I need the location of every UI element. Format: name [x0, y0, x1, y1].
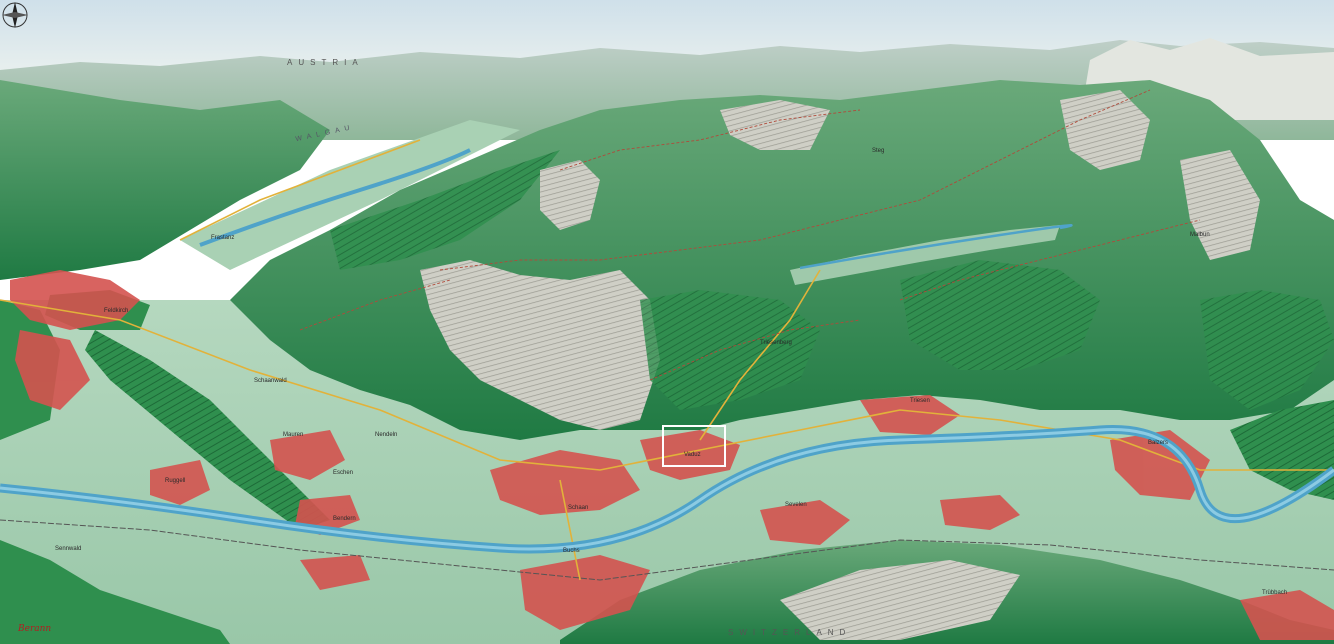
- settlement-triesen: [860, 395, 960, 435]
- town-label-trubbach: Trübbach: [1262, 590, 1288, 596]
- fläscherberg: [1230, 400, 1334, 500]
- town-label-steg: Steg: [872, 148, 885, 154]
- schaan-buchs-road: [559, 479, 581, 581]
- samina-valley: [790, 225, 1060, 285]
- town-label-malbun: Malbun: [1190, 232, 1210, 238]
- rock-face-falknis: [1180, 150, 1260, 260]
- town-label-triesenberg: Triesenberg: [760, 340, 792, 346]
- swiss-rock: [780, 560, 1020, 640]
- town-label-balzers: Balzers: [1148, 440, 1169, 446]
- town-label-mauren: Mauren: [283, 432, 304, 438]
- vaduz-steg-road: [699, 269, 821, 441]
- town-label-ruggell: Ruggell: [165, 478, 186, 484]
- ill-river: [199, 148, 471, 247]
- settlement-eschen: [270, 430, 345, 480]
- town-label-vaduz: Vaduz: [684, 452, 701, 458]
- town-label-bendern: Bendern: [333, 516, 356, 522]
- settlement-feldkirch: [10, 270, 140, 330]
- trail-north: [559, 109, 861, 171]
- settlement-balzers: [1110, 430, 1210, 500]
- settlement-buchs: [520, 555, 650, 630]
- forest-band-center: [640, 290, 820, 410]
- trail-east: [899, 219, 1201, 301]
- settlement-schaan: [490, 450, 640, 515]
- eschnerberg-ridge: [85, 330, 330, 530]
- artist-signature: Berann: [18, 624, 52, 634]
- settlement-vaduz: [640, 430, 740, 480]
- settlement-ruggell: [150, 460, 210, 505]
- town-label-sennwald: Sennwald: [55, 546, 82, 552]
- rock-face-naafkopf: [1060, 90, 1150, 170]
- railway: [0, 519, 1334, 581]
- roads: [0, 139, 1334, 581]
- country-label-austria: AUSTRIA: [287, 58, 364, 67]
- forest-band-east: [900, 260, 1100, 370]
- town-label-eschen: Eschen: [333, 470, 354, 476]
- hiking-trails: [299, 89, 1201, 381]
- rock-face-upper: [540, 160, 600, 230]
- town-label-triesen: Triesen: [910, 398, 930, 404]
- trail-west: [299, 279, 451, 331]
- settlement-weite: [940, 495, 1020, 530]
- vaduz-highlight-box: [662, 425, 726, 467]
- samina-river: [799, 223, 1073, 270]
- settlements: [10, 270, 1334, 640]
- trail-center: [649, 319, 861, 381]
- town-label-nendeln: Nendeln: [375, 432, 398, 438]
- main-road: [0, 299, 1334, 471]
- walgau-road: [179, 139, 421, 241]
- three-sisters-slopes: [330, 150, 560, 270]
- town-label-frastanz: Frastanz: [211, 235, 235, 241]
- settlement-sevelen: [760, 500, 850, 545]
- town-label-schaan: Schaan: [568, 505, 589, 511]
- trail-high-route: [439, 89, 1151, 271]
- country-label-switzerland: SWITZERLAND: [728, 628, 852, 637]
- town-label-sevelen: Sevelen: [785, 502, 807, 508]
- town-label-buchs: Buchs: [563, 548, 580, 554]
- rhine-river-highlight: [0, 428, 1334, 551]
- settlement-haag: [300, 555, 370, 590]
- rock-face-alpspitz: [420, 260, 660, 430]
- swiss-hills-west: [0, 540, 230, 644]
- compass-rose-icon: [2, 2, 28, 28]
- forest-band-south-east: [1200, 290, 1334, 410]
- rock-face-galinakopf: [720, 100, 830, 150]
- settlement-trubbach: [1240, 590, 1334, 640]
- settlement-tisis: [15, 330, 90, 410]
- town-label-schaanwald: Schaanwald: [254, 378, 287, 384]
- left-hills: [0, 80, 330, 280]
- town-label-feldkirch: Feldkirch: [104, 308, 129, 314]
